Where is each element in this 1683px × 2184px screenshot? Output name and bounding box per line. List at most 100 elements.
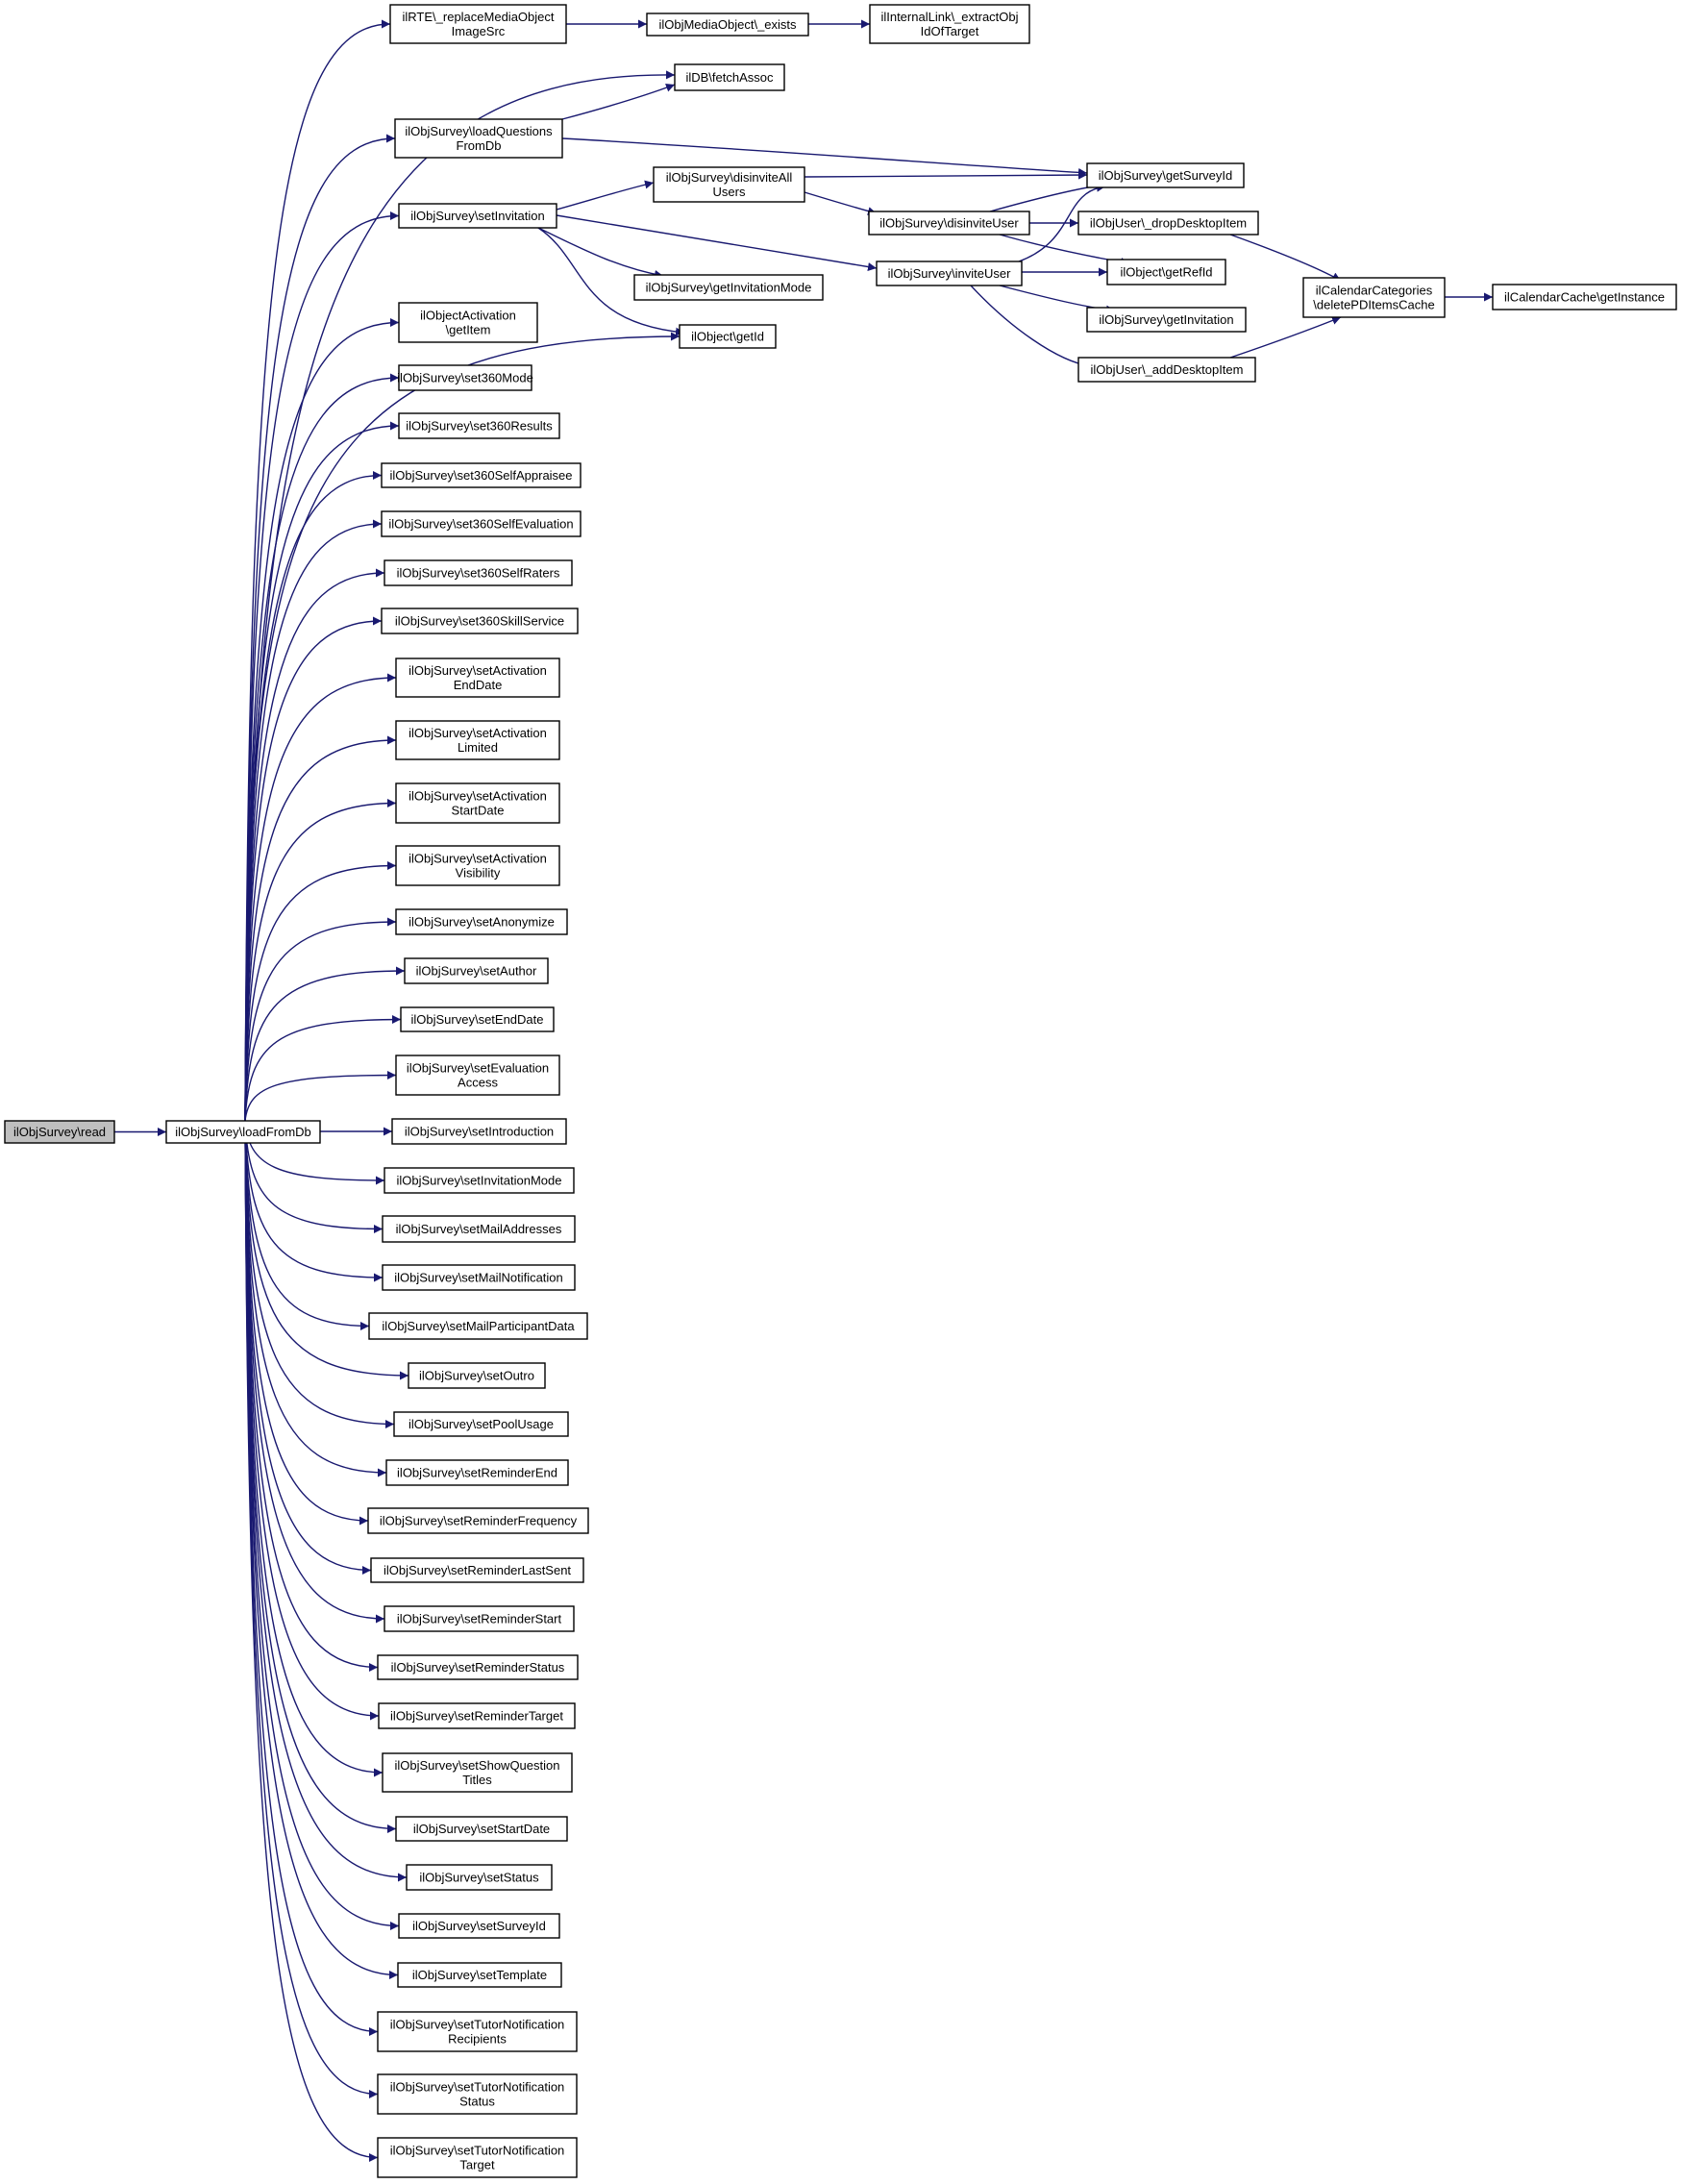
node-setReminderLastSent[interactable]: ilObjSurvey\setReminderLastSent [370,1557,584,1583]
node-activationGetItem[interactable]: ilObjectActivation\getItem [398,302,538,343]
node-addDesktop[interactable]: ilObjUser\_addDesktopItem [1077,357,1256,383]
node-box [876,261,1023,286]
node-setAnonymize[interactable]: ilObjSurvey\setAnonymize [395,908,568,935]
node-setEndDate[interactable]: ilObjSurvey\setEndDate [400,1006,555,1032]
node-label: ilObjSurvey\setEvaluation [407,1061,549,1076]
node-getId[interactable]: ilObject\getId [679,324,777,349]
node-setMailAddresses[interactable]: ilObjSurvey\setMailAddresses [382,1215,576,1243]
nodes-layer: ilObjSurvey\read ilObjSurvey\loadFromDb il… [4,4,1677,2178]
node-setReminderStart[interactable]: ilObjSurvey\setReminderStart [384,1605,575,1632]
node-set360Results[interactable]: ilObjSurvey\set360Results [398,412,560,439]
node-label: ilObjSurvey\set360SelfRaters [397,566,560,581]
node-label: \getItem [446,323,491,337]
node-getSurveyId[interactable]: ilObjSurvey\getSurveyId [1086,162,1245,188]
node-box [382,1752,573,1793]
node-label: ilObjSurvey\set360SelfEvaluation [388,517,573,532]
node-disinviteUser[interactable]: ilObjSurvey\disinviteUser [868,211,1030,236]
node-label: ilObjSurvey\setReminderStatus [391,1660,565,1675]
node-setPoolUsage[interactable]: ilObjSurvey\setPoolUsage [393,1411,569,1437]
node-setIntroduction[interactable]: ilObjSurvey\setIntroduction [391,1118,567,1145]
node-label: Visibility [456,866,501,881]
node-setStartDate[interactable]: ilObjSurvey\setStartDate [395,1816,568,1842]
node-box [382,1215,576,1243]
node-setReminderTarget[interactable]: ilObjSurvey\setReminderTarget [378,1702,576,1729]
node-setTemplate[interactable]: ilObjSurvey\setTemplate [397,1962,562,1988]
node-read[interactable]: ilObjSurvey\read [4,1120,115,1144]
node-box [1302,277,1446,318]
node-box [395,720,560,760]
node-getRefId[interactable]: ilObject\getRefId [1106,259,1226,285]
node-box [165,1120,321,1144]
edge-setInvitation-to-getId [537,227,685,336]
node-calCache[interactable]: ilCalendarCache\getInstance [1492,284,1677,310]
node-loadFromDb[interactable]: ilObjSurvey\loadFromDb [165,1120,321,1144]
node-box [389,4,567,44]
node-setMailNotification[interactable]: ilObjSurvey\setMailNotification [382,1264,576,1291]
node-setTutorNotificationRecipients[interactable]: ilObjSurvey\setTutorNotificationRecipien… [377,2011,578,2052]
edge-loadFromDb-to-setActivationLimited [244,735,397,1122]
edge-loadFromDb-to-setEvaluationAccess [244,1071,397,1122]
node-box [1086,162,1245,188]
node-set360SelfAppraisee[interactable]: ilObjSurvey\set360SelfAppraisee [381,462,582,488]
node-label: ilObjSurvey\setTutorNotification [390,2080,565,2095]
node-getInvitation[interactable]: ilObjSurvey\getInvitation [1086,307,1247,333]
node-mediaExists[interactable]: ilObjMediaObject\_exists [646,12,809,37]
node-box [397,1962,562,1988]
node-box [1086,307,1247,333]
node-set360SelfRaters[interactable]: ilObjSurvey\set360SelfRaters [384,559,573,586]
node-setMailParticipantData[interactable]: ilObjSurvey\setMailParticipantData [368,1312,588,1340]
edge-disinviteUser-to-getSurveyId [989,181,1106,212]
node-label: ilObjSurvey\setReminderEnd [397,1466,557,1480]
node-box [384,1605,575,1632]
node-label: ilObjSurvey\setEndDate [410,1012,543,1027]
node-box [398,412,560,439]
node-calCats[interactable]: ilCalendarCategories\deletePDItemsCache [1302,277,1446,318]
node-label: ilObjSurvey\getSurveyId [1099,168,1232,183]
node-setInvitation[interactable]: ilObjSurvey\setInvitation [398,203,557,229]
node-label: StartDate [452,804,505,818]
node-set360SelfEvaluation[interactable]: ilObjSurvey\set360SelfEvaluation [381,510,582,537]
node-getInvitationMode[interactable]: ilObjSurvey\getInvitationMode [633,274,824,301]
node-setOutro[interactable]: ilObjSurvey\setOutro [408,1362,546,1389]
node-set360Mode[interactable]: ilObjSurvey\set360Mode [397,364,533,391]
node-box [674,63,785,91]
node-inviteUser[interactable]: ilObjSurvey\inviteUser [876,261,1023,286]
edge-addDesktop-to-calCats [1229,316,1342,359]
node-setReminderFrequency[interactable]: ilObjSurvey\setReminderFrequency [367,1507,589,1534]
node-label: ilObjSurvey\setTutorNotification [390,2144,565,2158]
node-setStatus[interactable]: ilObjSurvey\setStatus [406,1864,553,1891]
edge-loadFromDb-to-setAnonymize [244,917,397,1122]
edge-dropDesktop-to-calCats [1229,234,1342,282]
node-setReminderEnd[interactable]: ilObjSurvey\setReminderEnd [385,1459,569,1486]
edges-layer [114,19,1493,2162]
node-label: ilObjSurvey\setInvitationMode [397,1174,562,1188]
node-box [381,462,582,488]
node-fetchAssoc[interactable]: ilDB\fetchAssoc [674,63,785,91]
edge-loadFromDb-to-set360Mode [244,373,400,1122]
node-setReminderStatus[interactable]: ilObjSurvey\setReminderStatus [377,1654,579,1680]
node-box [4,1120,115,1144]
node-setAuthor[interactable]: ilObjSurvey\setAuthor [404,957,549,984]
node-box [398,1913,560,1939]
node-label: ilObjSurvey\setMailParticipantData [382,1319,575,1333]
node-label: ilObjSurvey\disinviteAll [666,170,793,185]
node-dropDesktop[interactable]: ilObjUser\_dropDesktopItem [1077,211,1259,236]
node-label: ilObjSurvey\setIntroduction [405,1125,554,1139]
node-setInvitationMode[interactable]: ilObjSurvey\setInvitationMode [384,1167,575,1194]
node-setSurveyId[interactable]: ilObjSurvey\setSurveyId [398,1913,560,1939]
edge-loadFromDb-to-setReminderStatus [244,1120,379,1672]
node-set360SkillService[interactable]: ilObjSurvey\set360SkillService [381,608,579,634]
node-label: ilCalendarCache\getInstance [1504,290,1665,305]
